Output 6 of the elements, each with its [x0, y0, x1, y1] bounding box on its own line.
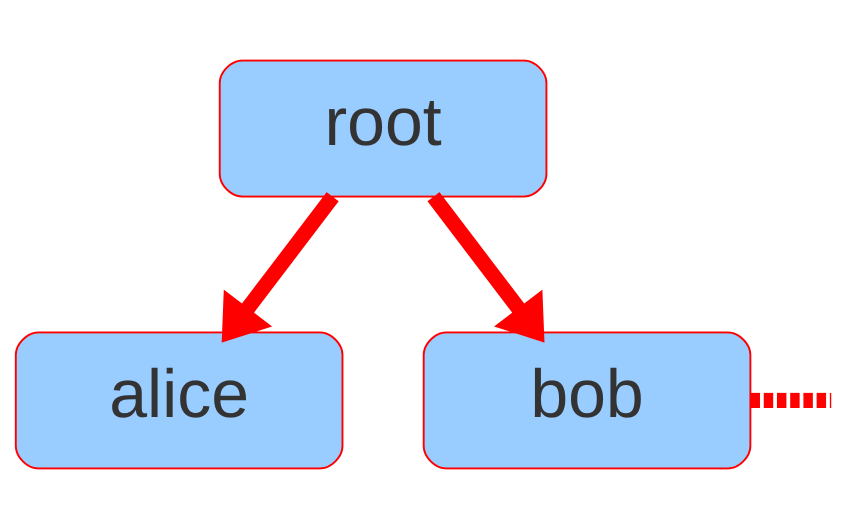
- connector: [750, 392, 832, 408]
- arrow: [427, 192, 544, 343]
- node-box: alice: [14, 332, 344, 470]
- node-box: bob: [422, 332, 752, 470]
- arrow: [222, 192, 339, 343]
- node-box: root: [218, 60, 548, 198]
